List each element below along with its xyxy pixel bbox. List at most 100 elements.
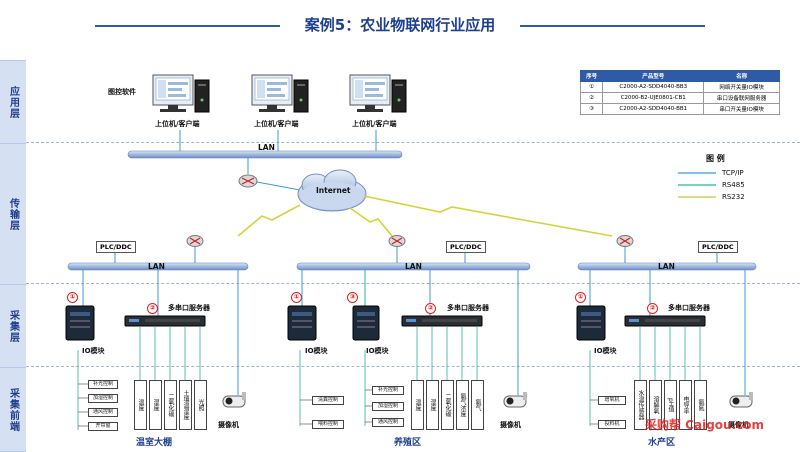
camera-label: 摄像机 [728,421,749,429]
software-label: 图控软件 [108,88,136,96]
internet-cloud-icon [297,169,367,212]
sensor-item: 氨氮 [694,380,707,430]
camera-label: 摄像机 [500,421,521,429]
device-number-badge: ② [147,303,158,314]
host-label: 上位机/客户端 [254,120,299,128]
io-module-device [576,305,606,341]
control-item: 喂料控制 [312,420,344,429]
control-item: 补光控制 [372,386,404,395]
table-row: ② C2000-B2-UJE0801-CB1 串口设备联网服务器 [579,92,780,104]
legend-tcpip: TCP/IP [722,169,744,177]
router-icon [186,235,204,247]
io-module-device [65,305,95,341]
serial-server-device [401,315,483,327]
camera-icon [729,392,753,408]
table-header: 序号 [579,70,604,82]
plc-ddc-box: PLC/DDC [96,241,136,253]
legend-title: 图 例 [706,154,725,163]
internet-label: Internet [316,186,351,195]
host-computer-3 [349,74,407,113]
title-line-right [520,25,705,27]
legend-rs232: RS232 [722,193,745,201]
area-label-breeding: 养殖区 [394,438,422,448]
lan-label: LAN [658,262,675,271]
lan-bus-breeding [296,262,531,271]
layer-label-application: 应用层 [0,60,26,144]
sensor-item: 土壤温湿度 [179,380,192,430]
host-computer-1 [152,74,210,113]
plc-ddc-box: PLC/DDC [698,241,738,253]
router-icon [616,235,634,247]
serial-server-label: 多串口服务器 [447,304,489,312]
layer-label-front-end: 采集前端 [0,367,26,452]
device-number-badge: ③ [347,292,358,303]
control-item: 清粪控制 [312,396,344,405]
sensor-item: 温度 [411,380,424,430]
camera-icon [503,392,527,408]
top-lan-bus [127,150,403,159]
plc-ddc-box: PLC/DDC [446,241,486,253]
io-module-label: IO模块 [82,347,105,355]
serial-server-label: 多串口服务器 [668,304,710,312]
host-computer-2 [251,74,309,113]
router-icon [388,235,406,247]
control-item: 补光控制 [88,380,118,389]
legend-rs485: RS485 [722,181,745,189]
page-title: 案例5：农业物联网行业应用 [304,16,496,34]
control-item: 开帘窗 [88,422,118,431]
sensor-item: 溶解氧 [649,380,662,430]
device-number-badge: ② [425,303,436,314]
sensor-item: 氨气 [471,380,484,430]
sensor-item: 湿度 [149,380,162,430]
title-line-left [95,25,280,27]
lan-label: LAN [405,262,422,271]
serial-server-label: 多串口服务器 [168,304,210,312]
control-item: 通风控制 [88,408,118,417]
sensor-item: 二氧化碳 [164,380,177,430]
watermark-text: 采购帮 Caigou.com [645,418,764,432]
serial-server-device [624,315,706,327]
product-table: 序号 产品型号 名称 ① C2000-A2-SDD4040-BB3 网络开关量I… [579,70,780,115]
area-label-greenhouse: 温室大棚 [136,438,173,448]
control-item: 加湿控制 [88,394,118,403]
sensor-item: pH值 [664,380,677,430]
serial-server-device [124,315,206,327]
control-item: 增氧机 [598,396,626,405]
sensor-item: 氨气浓度 [456,380,469,430]
layer-label-transport: 传输层 [0,143,26,285]
control-item: 投料机 [598,420,626,429]
io-module-label: IO模块 [594,347,617,355]
table-row: ① C2000-A2-SDD4040-BB3 网络开关量IO模块 [579,81,780,93]
camera-icon [222,392,246,408]
lan-label: LAN [148,262,165,271]
io-module-label: IO模块 [366,347,389,355]
device-number-badge: ① [291,292,302,303]
sensor-item: 电导率 [679,380,692,430]
device-number-badge: ① [67,292,78,303]
sensor-item: 光照 [194,380,207,430]
layer-divider [26,283,800,284]
io-module-device [352,305,380,341]
device-number-badge: ① [575,292,586,303]
table-header: 名称 [703,70,780,82]
sensor-item: 温度 [134,380,147,430]
area-label-aquaculture: 水产区 [648,438,676,448]
sensor-item: 二氧化碳 [441,380,454,430]
sensor-item: 湿度 [426,380,439,430]
io-module-device [287,305,317,341]
table-row: ③ C2000-A2-SDD4040-BB1 串口开关量IO模块 [579,103,780,115]
lan-bus-aquaculture [577,262,757,271]
layer-divider [26,366,800,367]
host-label: 上位机/客户端 [155,120,200,128]
camera-label: 摄像机 [218,421,239,429]
control-item: 通风控制 [372,418,404,427]
control-item: 加湿控制 [372,402,404,411]
io-module-label: IO模块 [305,347,328,355]
host-label: 上位机/客户端 [352,120,397,128]
table-header: 产品型号 [602,70,705,82]
layer-divider [26,142,800,143]
device-number-badge: ② [647,303,658,314]
lan-label: LAN [258,143,275,152]
sensor-item: 水温传感器 [634,380,647,430]
